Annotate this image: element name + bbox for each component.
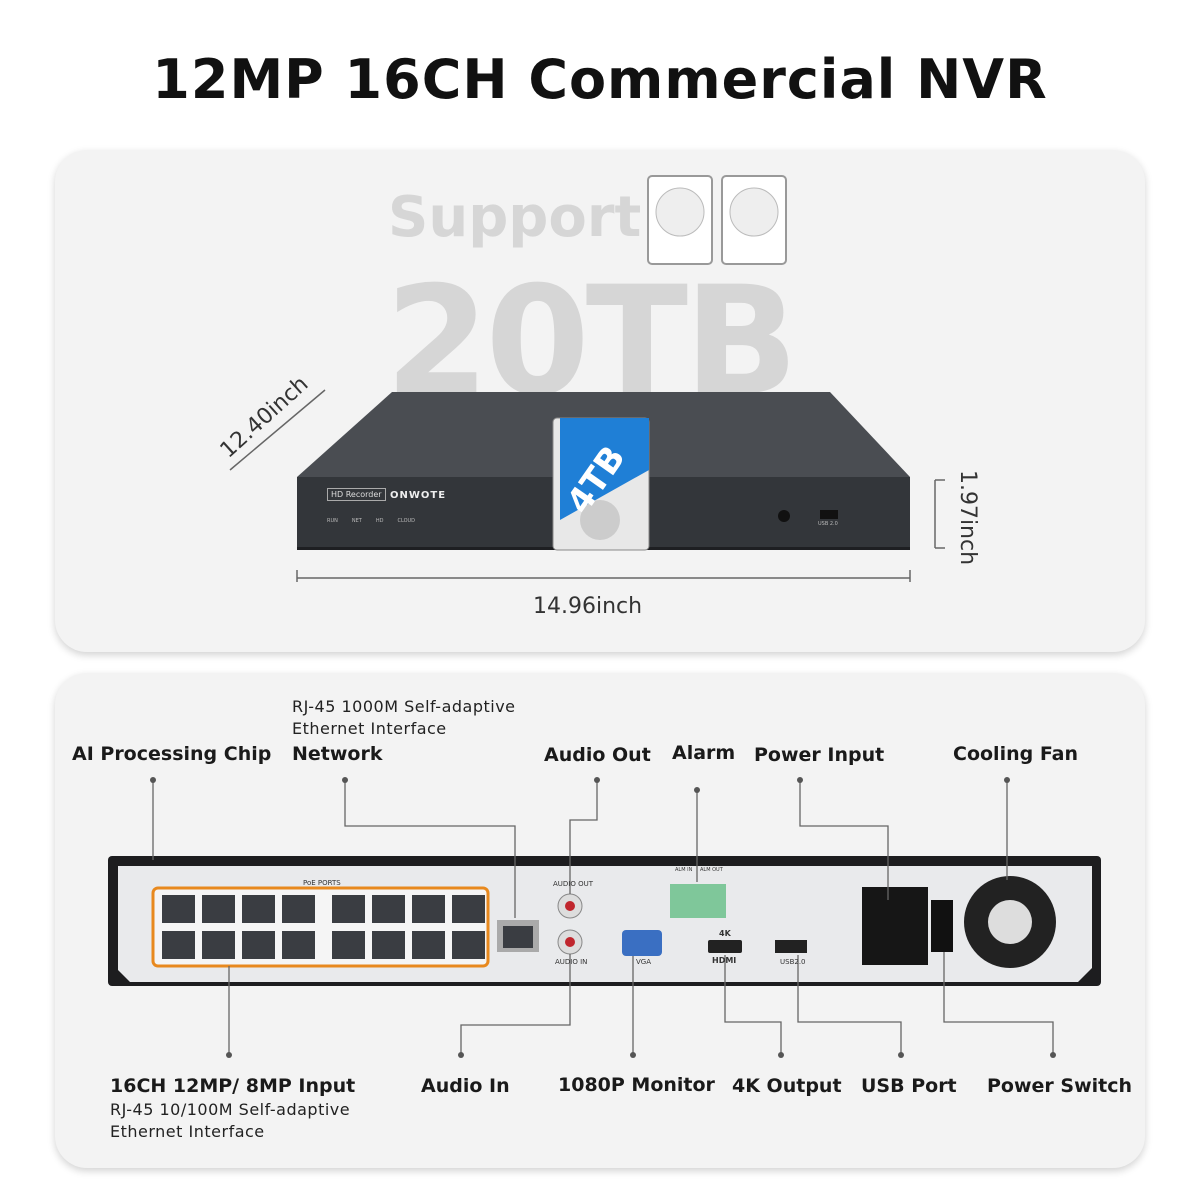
led-net: NET: [351, 518, 362, 524]
hd-recorder-badge: HD Recorder: [327, 488, 386, 501]
callout-cooling-fan: Cooling Fan: [953, 743, 1079, 765]
support-text: Support: [388, 185, 642, 250]
alarm-terminal: [670, 884, 726, 918]
callout-power-switch: Power Switch: [987, 1075, 1133, 1097]
callout-power-input: Power Input: [754, 744, 885, 766]
callout-ai-chip: AI Processing Chip: [72, 743, 272, 765]
callout-audio-out: Audio Out: [544, 744, 651, 766]
network-desc-2: Ethernet Interface: [292, 719, 447, 738]
vga-port: [622, 930, 662, 956]
led-cloud: CLOUD: [397, 518, 416, 524]
network-desc-1: RJ-45 1000M Self-adaptive: [292, 697, 516, 716]
input-desc-1: RJ-45 10/100M Self-adaptive: [110, 1100, 351, 1119]
power-switch: [931, 900, 953, 952]
poe-ports-label: PoE PORTS: [303, 879, 341, 887]
callout-4k-output: 4K Output: [732, 1075, 842, 1097]
alm-out-label: ALM OUT: [700, 867, 723, 873]
callout-monitor: 1080P Monitor: [558, 1074, 715, 1096]
poe-ports: [162, 895, 485, 959]
callout-input: 16CH 12MP/ 8MP Input: [110, 1075, 356, 1097]
led-run: RUN: [327, 518, 338, 524]
callout-alarm: Alarm: [672, 742, 736, 764]
alm-in-label: ALM IN: [675, 867, 693, 873]
front-hdd-icon: [552, 417, 650, 551]
audio-in-jack: [565, 937, 575, 947]
callout-lines: [152, 780, 1054, 1055]
hdmi-port: [708, 940, 742, 953]
page-title: 12MP 16CH Commercial NVR: [152, 48, 1048, 111]
audio-out-jack: [565, 901, 575, 911]
audio-in-label: AUDIO IN: [555, 958, 588, 966]
front-leds: RUN NET HD CLOUD: [327, 518, 415, 524]
front-usb-label: USB 2.0: [818, 521, 838, 527]
vga-label: VGA: [636, 958, 652, 966]
usb-port: [775, 940, 807, 953]
dimension-lines: [229, 389, 945, 582]
front-usb-port: [820, 510, 838, 519]
callout-usb-port: USB Port: [861, 1075, 957, 1097]
callout-network: Network: [292, 743, 383, 765]
usb-label: USB2.0: [780, 958, 806, 966]
brand-logo: ONWOTE: [390, 490, 447, 501]
callout-audio-in: Audio In: [421, 1075, 510, 1097]
power-input-socket: [862, 887, 928, 965]
front-audio-port: [778, 510, 790, 522]
audio-out-label: AUDIO OUT: [553, 880, 594, 888]
width-dimension: 14.96inch: [533, 594, 643, 619]
led-hd: HD: [375, 518, 384, 524]
hdd-icon: [647, 175, 787, 265]
4k-label: 4K: [719, 929, 731, 938]
hdmi-label: HDMI: [712, 956, 737, 965]
input-desc-2: Ethernet Interface: [110, 1122, 265, 1141]
